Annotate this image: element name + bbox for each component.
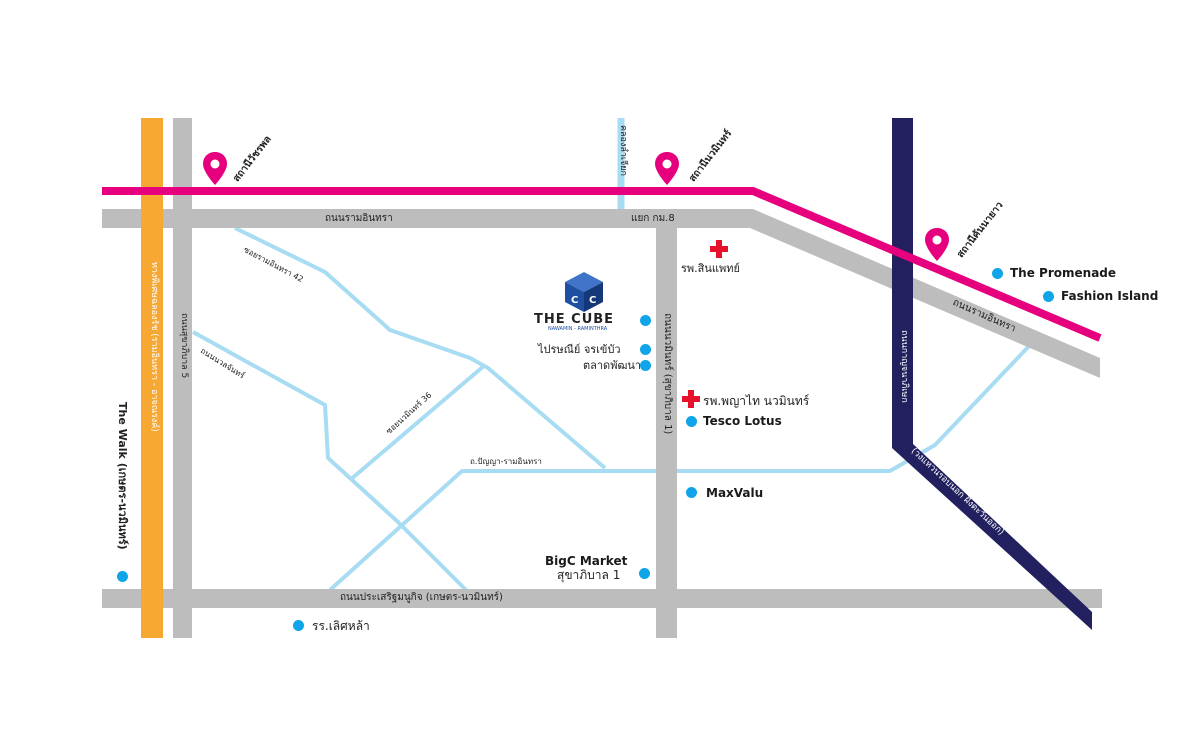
road-sukhaphiban-5 <box>173 118 192 638</box>
poi-dot-the-walk <box>117 571 128 582</box>
poi-dot-school <box>293 620 304 631</box>
road-label-prasert-manukit: ถนนประเสริฐมนูกิจ (เกษตร-นวมินทร์) <box>340 592 503 603</box>
street-panya-ramintra <box>328 343 1032 592</box>
the-cube-logo: C C <box>562 270 606 318</box>
road-kanchanaphisek <box>892 118 1092 630</box>
poi-the-walk: The Walk (เกษตร-นวมินทร์) <box>116 402 129 550</box>
road-nawamin <box>656 218 677 638</box>
side-streets <box>192 118 1032 602</box>
poi-maxvalu: MaxValu <box>706 486 764 500</box>
road-label-expressway: ทางพิเศษฉลองรัช (รามอินทรา - อาจณรงค์) <box>149 262 159 432</box>
poi-fashion-island: Fashion Island <box>1061 289 1159 303</box>
street-ramintra-soi-42 <box>234 226 607 470</box>
poi-dot-bigc <box>639 568 650 579</box>
hospital-icon <box>682 390 700 408</box>
svg-text:C: C <box>589 295 596 306</box>
poi-post-office: ไปรษณีย์ จรเข้บัว <box>538 343 621 356</box>
poi-dot-promenade <box>992 268 1003 279</box>
road-label-sukhaphiban-5: ถนนสุขาภิบาล 5 <box>179 313 189 379</box>
svg-text:C: C <box>571 295 578 306</box>
poi-bigc-line1: BigC Market <box>545 554 628 568</box>
poi-dot-fashion-island <box>1043 291 1054 302</box>
hospital-icon <box>710 240 728 258</box>
poi-hospital-phyathai: รพ.พญาไท นวมินทร์ <box>703 394 810 408</box>
road-label-kanchanaphisek: ถนนกาญจนาภิเษก <box>899 330 909 403</box>
poi-dot-post-office <box>640 344 651 355</box>
cube-icon: C C <box>565 272 603 312</box>
poi-the-promenade: The Promenade <box>1010 266 1117 280</box>
pink-line-rail <box>102 187 1102 342</box>
street-nuanchan <box>192 330 478 602</box>
road-prasert-manukit <box>102 589 1102 608</box>
road-label-nawamin: ถนนนวมินทร์ (สุขาภิบาล 1) <box>662 313 673 435</box>
map-pin-icon <box>203 152 227 185</box>
road-label-ramintra: ถนนรามอินทรา <box>325 213 393 224</box>
street-label-panya-ramintra: ถ.ปัญญา-รามอินทรา <box>470 457 542 466</box>
poi-dot-maxvalu <box>686 487 697 498</box>
the-cube-tagline: NAWAMIN - RAMINTHRA <box>548 326 608 332</box>
poi-dot-the-cube <box>640 315 651 326</box>
poi-school: รร.เลิศหล้า <box>312 619 370 633</box>
expressway-chalong-rat <box>141 118 163 638</box>
the-cube-name: THE CUBE <box>534 312 615 327</box>
poi-dot-tesco <box>686 416 697 427</box>
road-ramintra <box>102 209 1100 378</box>
main-roads <box>102 118 1102 638</box>
poi-bigc-line2: สุขาภิบาล 1 <box>557 568 621 582</box>
canal-label: คลองลำเจียก <box>618 125 628 176</box>
street-nawamin-soi-36 <box>348 363 487 482</box>
poi-market: ตลาดพัฒนา <box>583 359 642 372</box>
poi-hospital-sinphaet: รพ.สินแพทย์ <box>681 262 740 275</box>
poi-dot-market <box>640 360 651 371</box>
road-label-kor-mor-8: แยก กม.8 <box>631 213 675 224</box>
poi-tesco-lotus: Tesco Lotus <box>703 414 782 428</box>
map-pin-icon <box>655 152 679 185</box>
map-pin-icon <box>925 228 949 261</box>
